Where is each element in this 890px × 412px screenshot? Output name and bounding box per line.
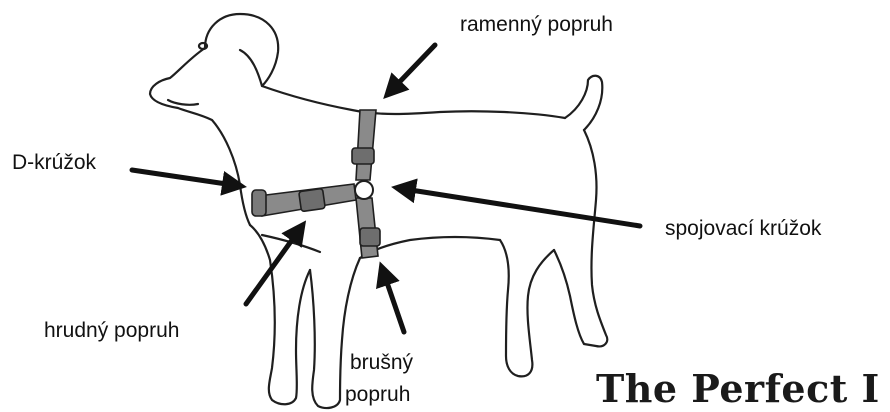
arrow-belly-strap <box>382 268 404 332</box>
arrow-connecting-ring <box>398 188 640 226</box>
chest-buckle <box>299 188 326 211</box>
arrow-d-ring <box>132 170 240 186</box>
label-shoulder-strap: ramenný popruh <box>460 12 613 38</box>
brand-title: The Perfect I <box>596 366 880 411</box>
arrows <box>132 45 640 332</box>
d-ring-shape <box>252 190 266 216</box>
label-chest-strap: hrudný popruh <box>44 318 179 344</box>
shoulder-strap-shape <box>356 110 376 180</box>
label-connecting-ring: spojovací krúžok <box>665 216 821 242</box>
arrow-shoulder-strap <box>388 45 435 94</box>
harness <box>252 110 380 258</box>
label-belly-strap-line1: brušný <box>350 350 413 376</box>
label-d-ring: D-krúžok <box>12 150 96 176</box>
connecting-ring-shape <box>355 181 373 199</box>
label-belly-strap-line2: popruh <box>345 382 410 408</box>
shoulder-buckle <box>352 148 374 164</box>
belly-buckle <box>360 228 380 246</box>
